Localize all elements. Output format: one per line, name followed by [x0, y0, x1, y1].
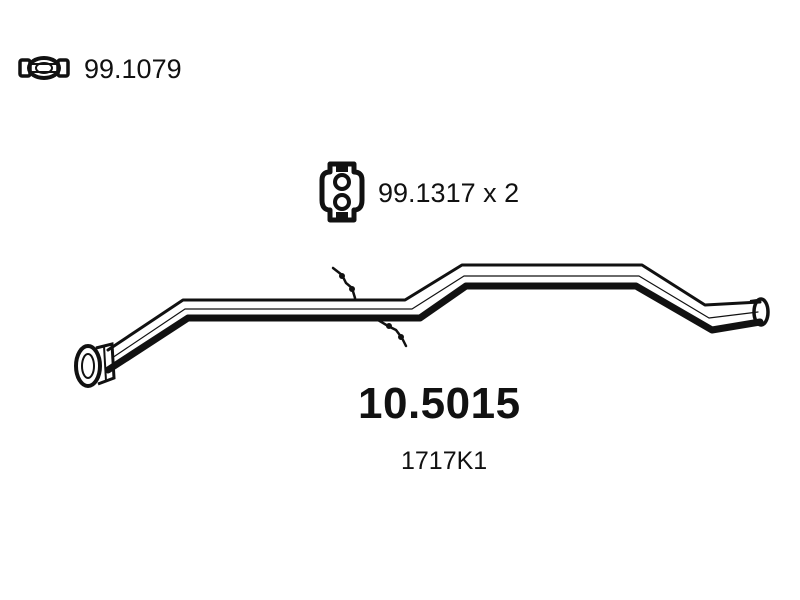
clamp-icon	[18, 50, 70, 91]
part-number: 10.5015	[358, 379, 521, 428]
reference-code: 1717K1	[401, 447, 488, 475]
pipe-right-end	[749, 297, 770, 327]
hanger-part-code: 99.1317 x 2	[378, 178, 520, 208]
pipe-left-flange	[74, 342, 116, 388]
pipe-body	[104, 263, 764, 374]
rubber-hanger-icon	[316, 160, 368, 229]
hanger-bracket-upper	[331, 266, 357, 300]
clamp-part-code: 99.1079	[84, 54, 182, 84]
hanger-bracket-lower	[376, 318, 408, 348]
